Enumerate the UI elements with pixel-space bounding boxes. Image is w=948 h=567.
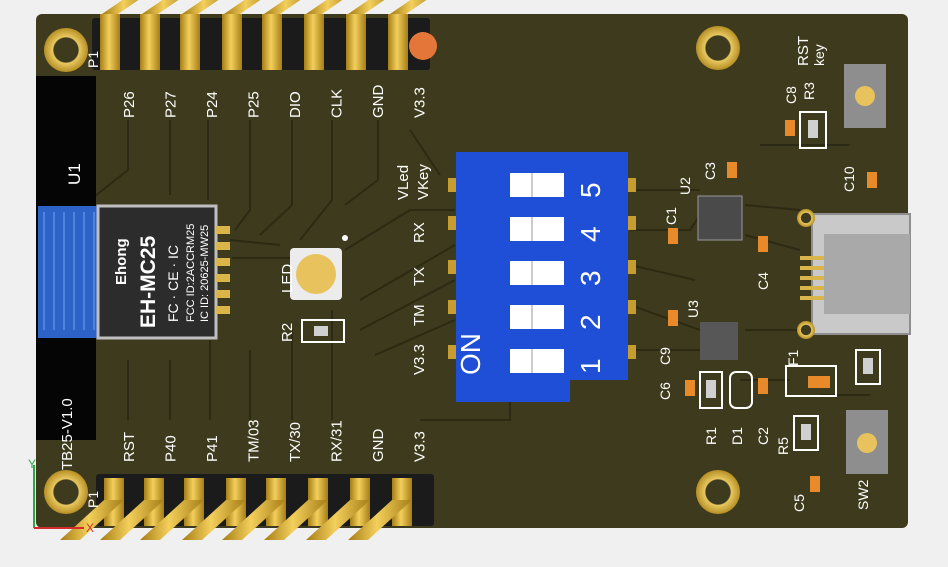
dip-signal-label: TX [411,267,428,286]
header-pin [304,14,324,70]
dip-signal-label: RX [411,222,428,243]
dip-lever[interactable] [510,261,564,285]
dip-position-number: 1 [575,358,606,374]
bottom-pin-label: RST [121,432,138,462]
r2-label: R2 [279,323,296,342]
smd-parts: 1 2 3 4 5 [290,64,911,492]
top-pin-label: P27 [163,91,180,118]
component-designator: SW2 [855,479,871,510]
x-axis-label: X [86,521,94,535]
bottom-pin-label: GND [370,429,387,463]
dip-on-label: ON [455,333,486,375]
bottom-header [60,474,434,540]
component-designator: C6 [657,382,673,400]
bottom-pin-label: TX/30 [287,422,304,462]
header-pin [388,14,408,70]
dip-lever[interactable] [510,217,564,241]
u1-label: U1 [65,163,84,185]
top-pin-label: GND [370,85,387,119]
dip-position-number: 3 [575,270,606,286]
module-ic-id: IC ID: 20625-MW25 [199,225,211,322]
dip-position-number: 5 [575,182,606,198]
top-pin-label: P26 [121,91,138,118]
dip-signal-label: VLed [395,165,412,200]
copper-traces [89,120,870,421]
dip-signal-label: VKey [415,164,432,200]
axis-indicator: Y X [28,457,94,535]
top-pin-label: P24 [204,91,221,118]
led-label: LED [279,264,296,293]
top-pin-label: P25 [246,91,263,118]
bottom-pin-label: P41 [204,435,221,462]
dip-lever[interactable] [510,349,564,373]
top-pin-label: CLK [329,89,346,118]
dip-position-number: 4 [575,226,606,242]
dip-signal-label: TM [411,304,428,326]
component-designator: D1 [729,427,745,445]
bottom-pin-label: P40 [163,435,180,462]
wifi-module [38,204,230,340]
header-pin [140,14,160,70]
component-designator: U2 [677,177,693,195]
top-header [92,0,437,70]
module-brand: Ehong [113,238,130,285]
dip-lever[interactable] [510,173,564,197]
component-designator: C9 [657,347,673,365]
component-designator: C5 [791,494,807,512]
top-header-label: P1 [85,51,101,68]
component-designator: U3 [685,300,701,318]
y-axis-label: Y [28,457,36,471]
top-pin-label: V3.3 [412,87,429,118]
bottom-pin-label: TM/03 [246,419,263,462]
component-designator: C1 [663,207,679,225]
key-label: key [811,44,827,66]
component-designator: F1 [785,349,801,366]
header-pin [180,14,200,70]
bottom-pin-label: RX/31 [329,420,346,462]
component-designator: R1 [703,427,719,445]
component-designator: R5 [775,437,791,455]
header-pin [100,14,120,70]
board-version: TB25-V1.0 [59,398,76,470]
module-fcc-id: FCC ID:2ACCRM25 [185,224,197,322]
dip-position-number: 2 [575,314,606,330]
component-designator: C4 [755,272,771,290]
component-designator: C2 [755,427,771,445]
component-designator: C3 [702,162,718,180]
mounting-holes [44,26,740,514]
dip-signal-label: V3.3 [411,344,428,375]
dip-lever[interactable] [510,305,564,329]
component-designator: C10 [841,166,857,192]
bottom-pin-label: V3.3 [412,431,429,462]
rst-label: RST [795,36,812,66]
header-pin [222,14,242,70]
header-pin [346,14,366,70]
module-model: EH-MC25 [137,235,160,328]
component-designator: R3 [801,82,817,100]
component-designator: C8 [783,86,799,104]
module-cert-marks: FC · CE · IC [165,245,181,322]
header-pin [262,14,282,70]
bottom-header-label: P1 [85,491,101,508]
top-pin-label: DIO [287,91,304,118]
